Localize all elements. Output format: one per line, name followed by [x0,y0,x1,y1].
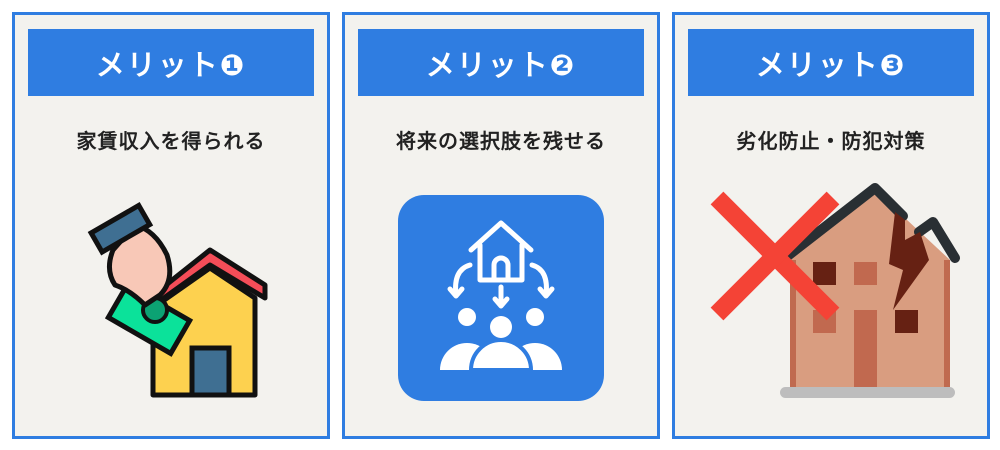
merit-1-subtitle: 家賃収入を得られる [76,129,266,153]
merit-panel-2: メリット❷ 将来の選択肢を残せる [342,12,660,439]
merit-3-header: メリット❸ [688,29,974,96]
merit-2-subtitle: 将来の選択肢を残せる [396,129,606,153]
hand-money-house-icon [87,202,268,398]
merit-panel-1: メリット❶ 家賃収入を得られる [12,12,330,439]
damaged-house-x-icon [710,183,960,398]
merit-panel-3: メリット❸ 劣化防止・防犯対策 [672,12,990,439]
merit-3-subtitle: 劣化防止・防犯対策 [736,129,926,153]
family-options-icon [398,195,604,401]
merit-2-header: メリット❷ [358,29,644,96]
merit-1-header: メリット❶ [28,29,314,96]
